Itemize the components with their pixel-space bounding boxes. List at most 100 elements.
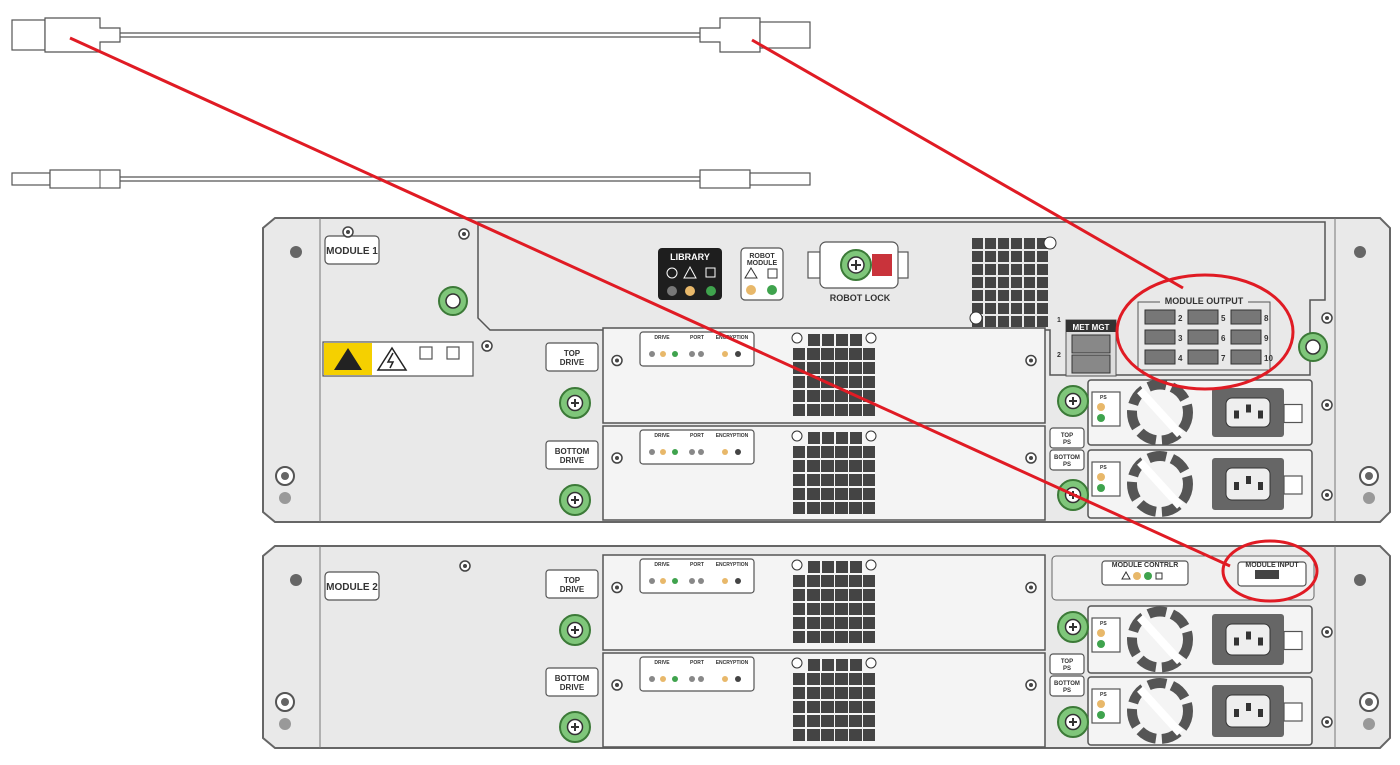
close-x-icon [791, 657, 803, 669]
cord-retainer[interactable] [1283, 403, 1303, 424]
vent-cell [822, 432, 834, 444]
encryption-label: ENCRYPTION [716, 433, 749, 439]
module-output-port[interactable] [1144, 309, 1176, 325]
cable-plug-right [749, 172, 811, 186]
vent-cell [998, 316, 1009, 327]
status-led [698, 351, 704, 357]
vent-cell [998, 277, 1009, 288]
vent-cell [850, 561, 862, 573]
screw-hole-center [1029, 456, 1033, 460]
vent-cell [863, 362, 875, 374]
vent-cell [807, 729, 819, 741]
port-label: PORT [690, 660, 704, 666]
status-led [722, 351, 728, 357]
vent-cell [1037, 238, 1048, 249]
vent-cell [863, 589, 875, 601]
close-x-icon [865, 559, 877, 571]
cord-retainer[interactable] [1283, 475, 1303, 495]
module-output-port[interactable] [1187, 329, 1219, 345]
vent-cell [985, 303, 996, 314]
cord-retainer[interactable] [1283, 702, 1303, 722]
ethernet-port-2[interactable] [1071, 354, 1111, 374]
vent-cell [998, 264, 1009, 275]
screw-hole-center [615, 585, 619, 590]
slot-label [1049, 675, 1085, 697]
vent-cell [1024, 277, 1035, 288]
screw-hole-center [1029, 585, 1033, 590]
vent-cell [863, 488, 875, 500]
vent-cell [998, 303, 1009, 314]
usb-plug-left [11, 19, 46, 51]
vent-cell [1037, 290, 1048, 301]
vent-cell [807, 687, 819, 699]
close-x-icon [969, 311, 983, 325]
usb-plug-right [759, 21, 811, 49]
vent-cell [822, 659, 834, 671]
usb-port[interactable] [1255, 570, 1279, 579]
vent-cell [807, 390, 819, 402]
vent-cell [985, 316, 996, 327]
module-output-port[interactable] [1144, 329, 1176, 345]
vent-cell [835, 687, 847, 699]
vent-cell [1024, 303, 1035, 314]
module-output-port[interactable] [1187, 309, 1219, 325]
drive-status-panel [639, 429, 755, 465]
vent-cell [849, 348, 861, 360]
module-output-port[interactable] [1230, 309, 1262, 325]
vent-cell [985, 277, 996, 288]
led-amber [1133, 572, 1141, 580]
vent-cell [1024, 264, 1035, 275]
vent-cell [821, 348, 833, 360]
ethernet-port-1[interactable] [1071, 334, 1111, 354]
module-output-port[interactable] [1230, 349, 1262, 365]
status-led [660, 676, 666, 682]
module-controller-label: MODULE CONTRLR [1112, 562, 1179, 569]
vent-cell [793, 474, 805, 486]
module-output-port[interactable] [1187, 349, 1219, 365]
led-green [767, 285, 777, 295]
drive-label: DRIVE [654, 433, 670, 439]
warning-icon [683, 265, 697, 279]
vent-cell [807, 446, 819, 458]
vent-cell [835, 701, 847, 713]
vent-cell [822, 561, 834, 573]
cord-retainer[interactable] [1283, 630, 1303, 651]
vent-cell [1024, 290, 1035, 301]
vent-cell [793, 460, 805, 472]
usb-to-module-input-line [69, 36, 1231, 568]
module-output-port[interactable] [1144, 349, 1176, 365]
vent-cell [821, 575, 833, 587]
module-output-port[interactable] [1230, 329, 1262, 345]
robot-module-title: MODULE [747, 260, 778, 267]
vent-cell [821, 617, 833, 629]
vent-cell [863, 575, 875, 587]
vent-cell [849, 376, 861, 388]
vent-cell [863, 701, 875, 713]
vent-cell [808, 659, 820, 671]
vent-cell [1011, 277, 1022, 288]
mount-hole [290, 246, 302, 258]
ps-status-panel [1091, 688, 1121, 724]
vent-cell [807, 488, 819, 500]
vent-cell [1024, 251, 1035, 262]
vent-cell [793, 488, 805, 500]
lock-icon [872, 254, 892, 276]
port-number: 6 [1221, 334, 1226, 343]
status-led [689, 351, 695, 357]
close-x-icon [791, 332, 803, 344]
screw-hole-center [1325, 403, 1329, 407]
ps-label: PS [1100, 395, 1107, 401]
vent-cell [793, 631, 805, 643]
vent-cell [835, 376, 847, 388]
vent-cell [863, 729, 875, 741]
vent-cell [849, 715, 861, 727]
vent-cell [807, 617, 819, 629]
vent-cell [849, 460, 861, 472]
slot-label-text: DRIVE [560, 585, 585, 594]
robot-lock[interactable]: ROBOT LOCK [807, 241, 909, 303]
